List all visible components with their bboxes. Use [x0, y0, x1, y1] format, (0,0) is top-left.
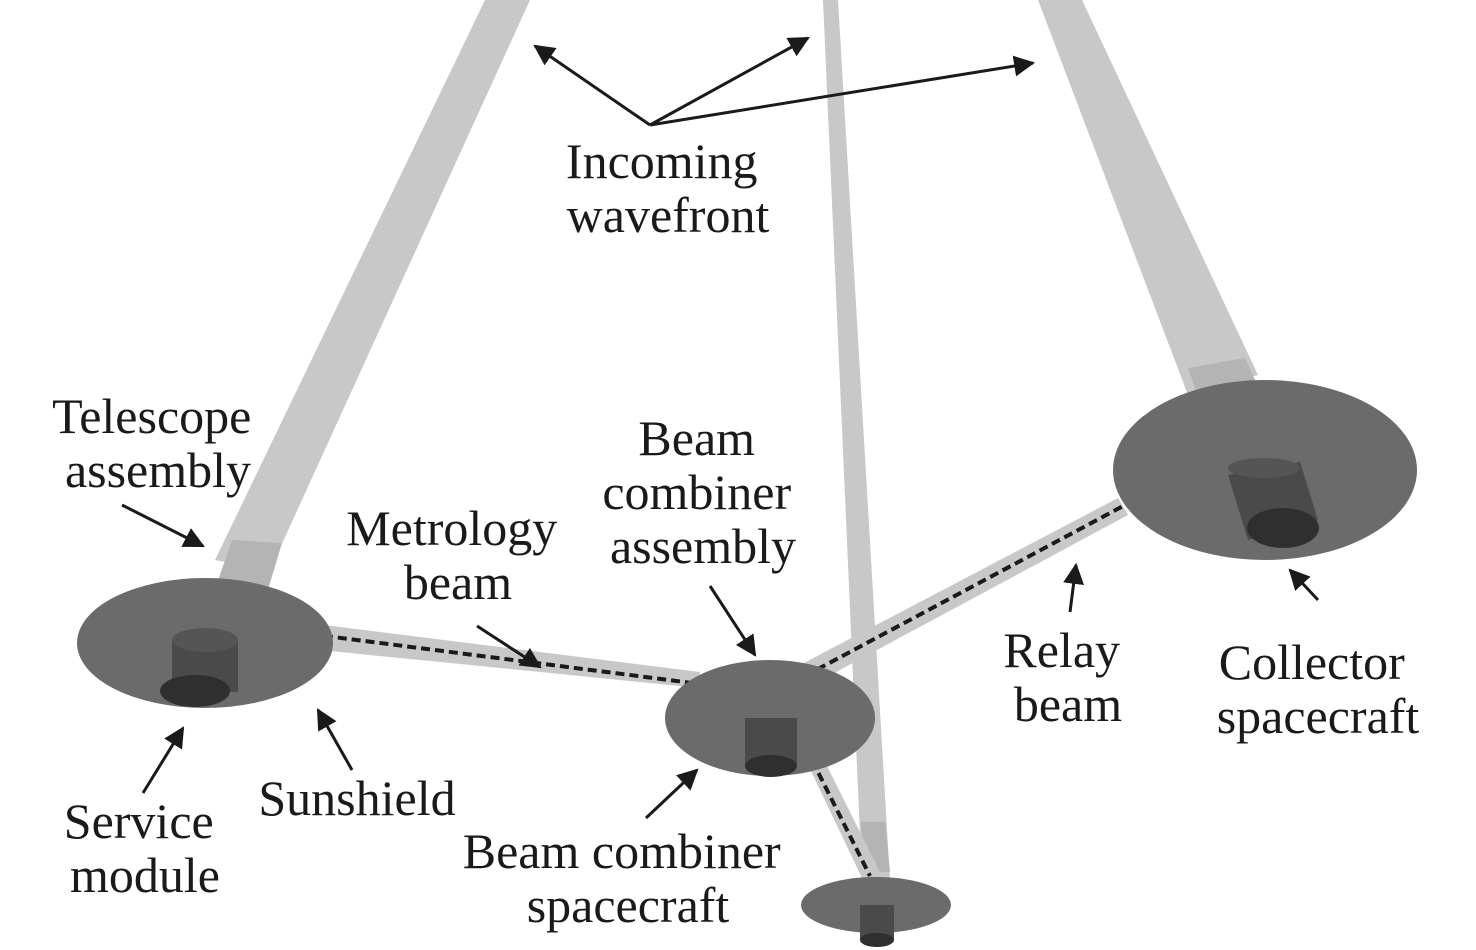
label-beam-combiner-assembly-line1: Beam — [638, 410, 755, 466]
right-incoming-beam — [1038, 0, 1258, 395]
metrology-beam-arrow — [476, 624, 542, 669]
label-beam-combiner-spacecraft-line1: Beam combiner — [463, 823, 781, 879]
label-incoming-wavefront-line1: Incoming — [566, 133, 758, 189]
label-telescope-assembly: Telescope assembly — [52, 388, 264, 498]
center-incoming-beam — [823, 0, 890, 880]
bottom-service-module-base — [860, 933, 894, 947]
right-service-module-base — [1247, 508, 1319, 548]
label-relay-beam-line1: Relay — [1003, 622, 1120, 678]
relay-beam-arrow — [1063, 562, 1085, 613]
label-metrology-beam-line2: beam — [404, 554, 512, 610]
annotation-arrows — [121, 36, 1320, 820]
wavefront-arrow-right — [649, 55, 1036, 127]
telescope-assembly-arrow — [121, 503, 205, 548]
label-metrology-beam: Metrology beam — [346, 500, 570, 610]
left-incoming-beam — [215, 0, 530, 570]
wavefront-arrow-center — [649, 36, 810, 127]
label-beam-combiner-assembly: Beam combiner assembly — [602, 410, 803, 574]
metrology-dashed-line-lower — [804, 747, 872, 877]
label-relay-beam: Relay beam — [1003, 622, 1132, 732]
left-relay-beam — [300, 622, 700, 688]
center-service-module-base — [745, 755, 797, 777]
label-collector-spacecraft-line1: Collector — [1219, 634, 1405, 690]
labels: Incoming wavefront Telescope assembly Me… — [52, 133, 1419, 933]
relay-beams — [300, 498, 1128, 878]
label-service-module-line2: module — [70, 847, 220, 903]
label-service-module-line1: Service — [64, 793, 214, 849]
collector-spacecraft-arrow — [1288, 568, 1320, 602]
left-service-module-top — [172, 628, 238, 652]
metrology-dashed-line-right — [804, 503, 1126, 678]
label-beam-combiner-spacecraft: Beam combiner spacecraft — [463, 823, 793, 933]
label-telescope-assembly-line2: assembly — [65, 442, 251, 498]
label-collector-spacecraft-line2: spacecraft — [1217, 688, 1420, 744]
label-metrology-beam-line1: Metrology — [346, 500, 557, 556]
label-beam-combiner-spacecraft-line2: spacecraft — [527, 877, 730, 933]
beam-combiner-spacecraft — [665, 660, 875, 777]
label-incoming-wavefront-line2: wavefront — [567, 187, 770, 243]
label-incoming-wavefront: Incoming wavefront — [566, 133, 770, 243]
label-relay-beam-line2: beam — [1014, 676, 1122, 732]
label-telescope-assembly-line1: Telescope — [52, 388, 251, 444]
label-sunshield: Sunshield — [258, 770, 455, 826]
left-service-module-base — [160, 675, 230, 707]
right-collector-spacecraft — [1113, 380, 1417, 560]
sunshield-arrow — [316, 708, 354, 771]
label-beam-combiner-assembly-line2: combiner — [602, 464, 791, 520]
beam-combiner-assembly-arrow — [708, 585, 757, 657]
label-beam-combiner-assembly-line3: assembly — [610, 518, 796, 574]
beam-combiner-spacecraft-arrow — [644, 768, 699, 820]
service-module-arrow — [141, 726, 185, 794]
label-collector-spacecraft: Collector spacecraft — [1217, 634, 1420, 744]
left-collector-spacecraft — [77, 578, 333, 708]
metrology-dashed-line-left — [309, 632, 701, 686]
label-sunshield-line1: Sunshield — [258, 770, 455, 826]
bottom-collector-spacecraft — [801, 877, 951, 947]
right-service-module-top — [1228, 458, 1300, 478]
wavefront-arrow-left — [533, 44, 651, 127]
label-service-module: Service module — [64, 793, 226, 903]
